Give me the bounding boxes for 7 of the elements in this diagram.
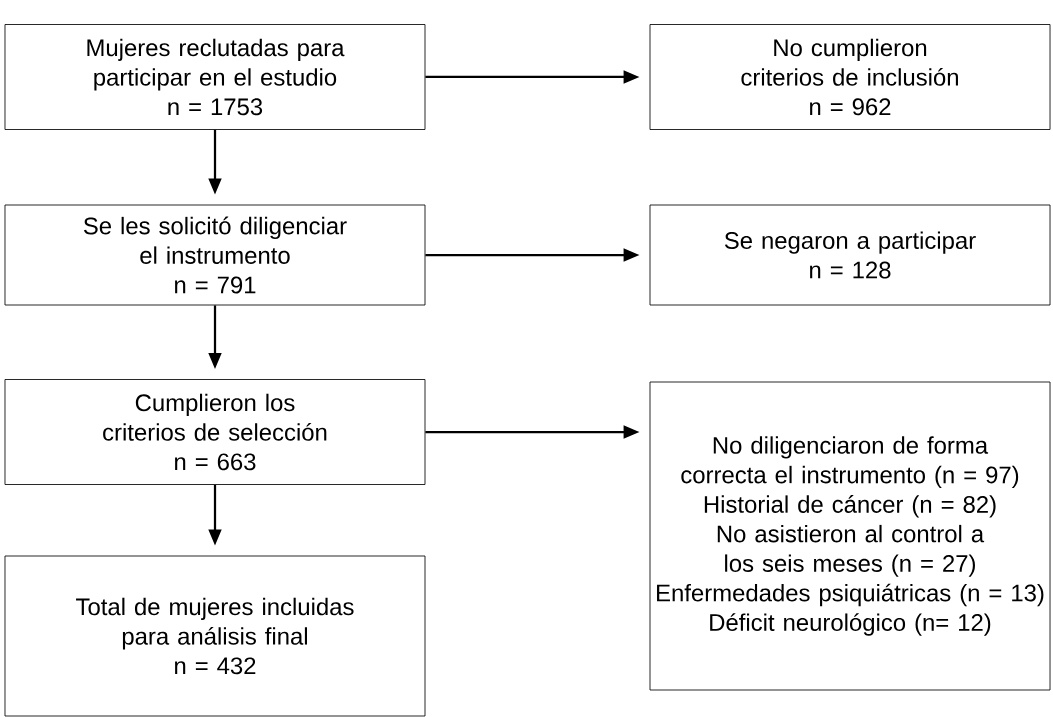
process-box: Se les solicitó diligenciar el instrumento n = 791 [4, 204, 426, 306]
process-box: No cumplieron criterios de inclusión n = 962 [649, 24, 1051, 130]
process-box: Total de mujeres incluidas para análisis final n = 432 [4, 555, 426, 717]
process-box: Cumplieron los criterios de selección n = 663 [4, 379, 426, 485]
process-box: Mujeres reclutadas para participar en el estudio n = 1753 [4, 24, 426, 130]
process-box: No diligenciaron de forma correcta el instrumento (n = 97) Historial de cáncer (n = 82) No asistieron al control a los seis meses (n = 27) Enfermedades psiquiátricas (n = 13) Déficit neurológico (n= 12) [649, 381, 1051, 691]
process-box: Se negaron a participar n = 128 [649, 204, 1051, 306]
